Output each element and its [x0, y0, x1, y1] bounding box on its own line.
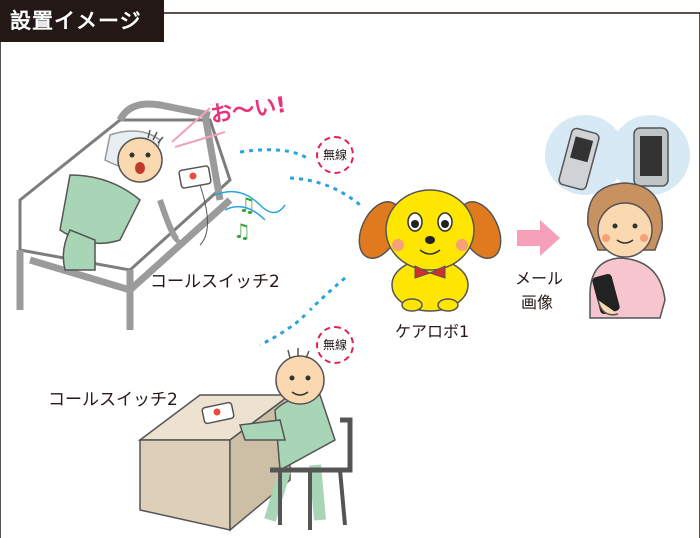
desk-call-switch-device [201, 401, 235, 425]
wireless-badge-top: 無線 [316, 136, 354, 174]
signal-arc-top-2 [289, 176, 361, 207]
signal-arc-bottom-2 [259, 313, 307, 347]
elderly-person-at-desk [238, 348, 336, 522]
svg-text:♫: ♫ [238, 193, 256, 217]
music-notes-icon: ♫ ♫ [214, 190, 286, 243]
call-switch-desk-label: コールスイッチ2 [48, 390, 178, 410]
patient-in-bed [59, 129, 164, 271]
chair-illustration [270, 417, 353, 530]
signal-arc-bottom-1 [308, 276, 346, 312]
notify-label-image: 画像 [521, 293, 554, 312]
page-title: 設置イメージ [0, 0, 164, 42]
bed-call-switch-device [178, 165, 212, 246]
robot-label: ケアロボ1 [395, 322, 470, 341]
signal-arc-top-1 [239, 148, 311, 162]
wireless-badge-bottom: 無線 [316, 326, 354, 364]
mobile-phones-icon [545, 115, 690, 195]
frame-border [0, 12, 700, 538]
call-switch-bed-label: コールスイッチ2 [150, 272, 280, 292]
shout-lines [171, 107, 226, 148]
patient-head [117, 137, 163, 183]
notify-label-mail: メール [515, 269, 564, 288]
notify-arrow-icon [517, 220, 560, 256]
family-member-illustration [587, 182, 666, 319]
care-robot-illustration [358, 189, 502, 312]
svg-text:♫: ♫ [233, 219, 251, 243]
